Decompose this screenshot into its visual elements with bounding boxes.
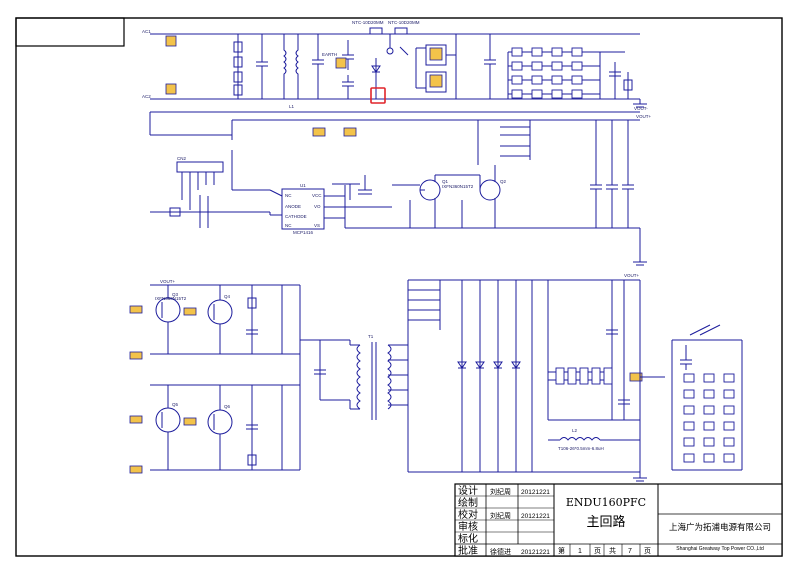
label-q5: Q5 xyxy=(172,402,179,407)
label-q4: Q4 xyxy=(224,294,231,299)
pin-nc2: NC xyxy=(285,223,292,228)
pin-cathode: CATHODE xyxy=(285,214,307,219)
label-l2-part: T106-26*0.5mm-6.8uH xyxy=(558,446,604,451)
tb-model: ENDU160PFC xyxy=(566,496,646,509)
tb-date-0: 20121221 xyxy=(521,489,550,496)
pin-nc: NC xyxy=(285,193,292,198)
gate-input-pads xyxy=(129,305,197,474)
pin-vs: VS xyxy=(314,223,320,228)
label-q1: Q1 xyxy=(442,179,449,184)
tb-role-0: 设计 xyxy=(458,484,478,497)
j-pad-2 xyxy=(343,127,357,137)
j-pad-1 xyxy=(312,127,326,137)
label-q1-part: IXFN360N15T2 xyxy=(442,184,474,189)
tb-total-label-2: 页 xyxy=(644,547,651,555)
label-vout-plus-3: VOUT+ xyxy=(624,273,640,278)
driver-section xyxy=(149,111,647,266)
bridge-bottom xyxy=(429,74,443,88)
ac-input-section xyxy=(150,27,647,108)
label-q3: Q3 xyxy=(172,292,179,297)
ac2-pad xyxy=(165,83,177,95)
tb-role-5: 批准 xyxy=(458,544,478,557)
tb-name-0: 刘纪周 xyxy=(490,487,511,496)
label-ntc2: NTC-10D20MM xyxy=(388,20,420,25)
load-bank-section xyxy=(671,324,743,471)
drawing-frame xyxy=(15,17,783,557)
label-ntc1: NTC-10D20MM xyxy=(352,20,384,25)
label-u1: U1 xyxy=(300,183,306,188)
label-l1: L1 xyxy=(289,104,295,109)
label-vout-plus-1: VOUT+ xyxy=(636,114,652,119)
label-ac1: AC1 xyxy=(142,29,151,34)
tb-sheet-no: 1 xyxy=(578,548,582,555)
label-vout-minus: VOUT- xyxy=(634,106,648,111)
label-ac2: AC2 xyxy=(142,94,151,99)
tb-company-en: Shanghai Greatway Top Power CO.,Ltd xyxy=(676,546,764,552)
transformer-section xyxy=(349,279,665,482)
tb-sheet-label-1: 第 xyxy=(558,546,565,555)
tb-drawing-name: 主回路 xyxy=(586,514,625,530)
tb-name-5: 徐德进 xyxy=(490,547,511,556)
title-block: 设计 刘纪周 20121221 绘制 校对 刘纪周 20121221 审核 标化… xyxy=(454,483,783,557)
label-earth: EARTH xyxy=(322,52,337,57)
tb-name-2: 刘纪周 xyxy=(490,511,511,520)
resistor-array-top xyxy=(511,47,583,99)
tb-date-2: 20121221 xyxy=(521,513,550,520)
tb-role-4: 标化 xyxy=(458,532,478,545)
tb-sheet-label-2: 页 xyxy=(594,547,601,555)
tb-total-sheets: 7 xyxy=(628,548,632,555)
highlight-marker xyxy=(370,87,386,104)
label-l2: L2 xyxy=(572,428,578,433)
load-resistor-boxes xyxy=(683,373,735,463)
label-cn2: CN2 xyxy=(177,156,186,161)
resistor-row xyxy=(555,367,613,385)
label-u1-part: MCP1416 xyxy=(293,230,314,235)
ac1-pad xyxy=(165,35,177,47)
label-t1: T1 xyxy=(368,334,374,339)
label-q6: Q6 xyxy=(224,404,231,409)
label-vout-plus-2: VOUT+ xyxy=(160,279,176,284)
tb-date-5: 20121221 xyxy=(521,549,550,556)
label-q3-part: IXFN360N15T2 xyxy=(155,296,187,301)
tb-role-3: 审核 xyxy=(458,520,478,533)
bridge-top xyxy=(429,47,443,61)
tb-role-1: 绘制 xyxy=(458,496,478,509)
pin-vcc: VCC xyxy=(312,193,322,198)
tb-company-cn: 上海广为拓浦电源有限公司 xyxy=(669,522,771,533)
component-labels: AC1 AC2 NTC-10D20MM NTC-10D20MM EARTH L1… xyxy=(142,20,652,451)
tb-role-2: 校对 xyxy=(458,508,478,521)
corner-box xyxy=(15,17,125,47)
label-q2: Q2 xyxy=(500,179,507,184)
pin-anode: ANODE xyxy=(285,204,301,209)
earth-pad xyxy=(335,57,347,69)
connector-pads xyxy=(165,35,643,382)
pin-vo: VO xyxy=(314,204,321,209)
tb-total-label-1: 共 xyxy=(609,546,616,555)
h-bridge-section xyxy=(150,284,350,471)
